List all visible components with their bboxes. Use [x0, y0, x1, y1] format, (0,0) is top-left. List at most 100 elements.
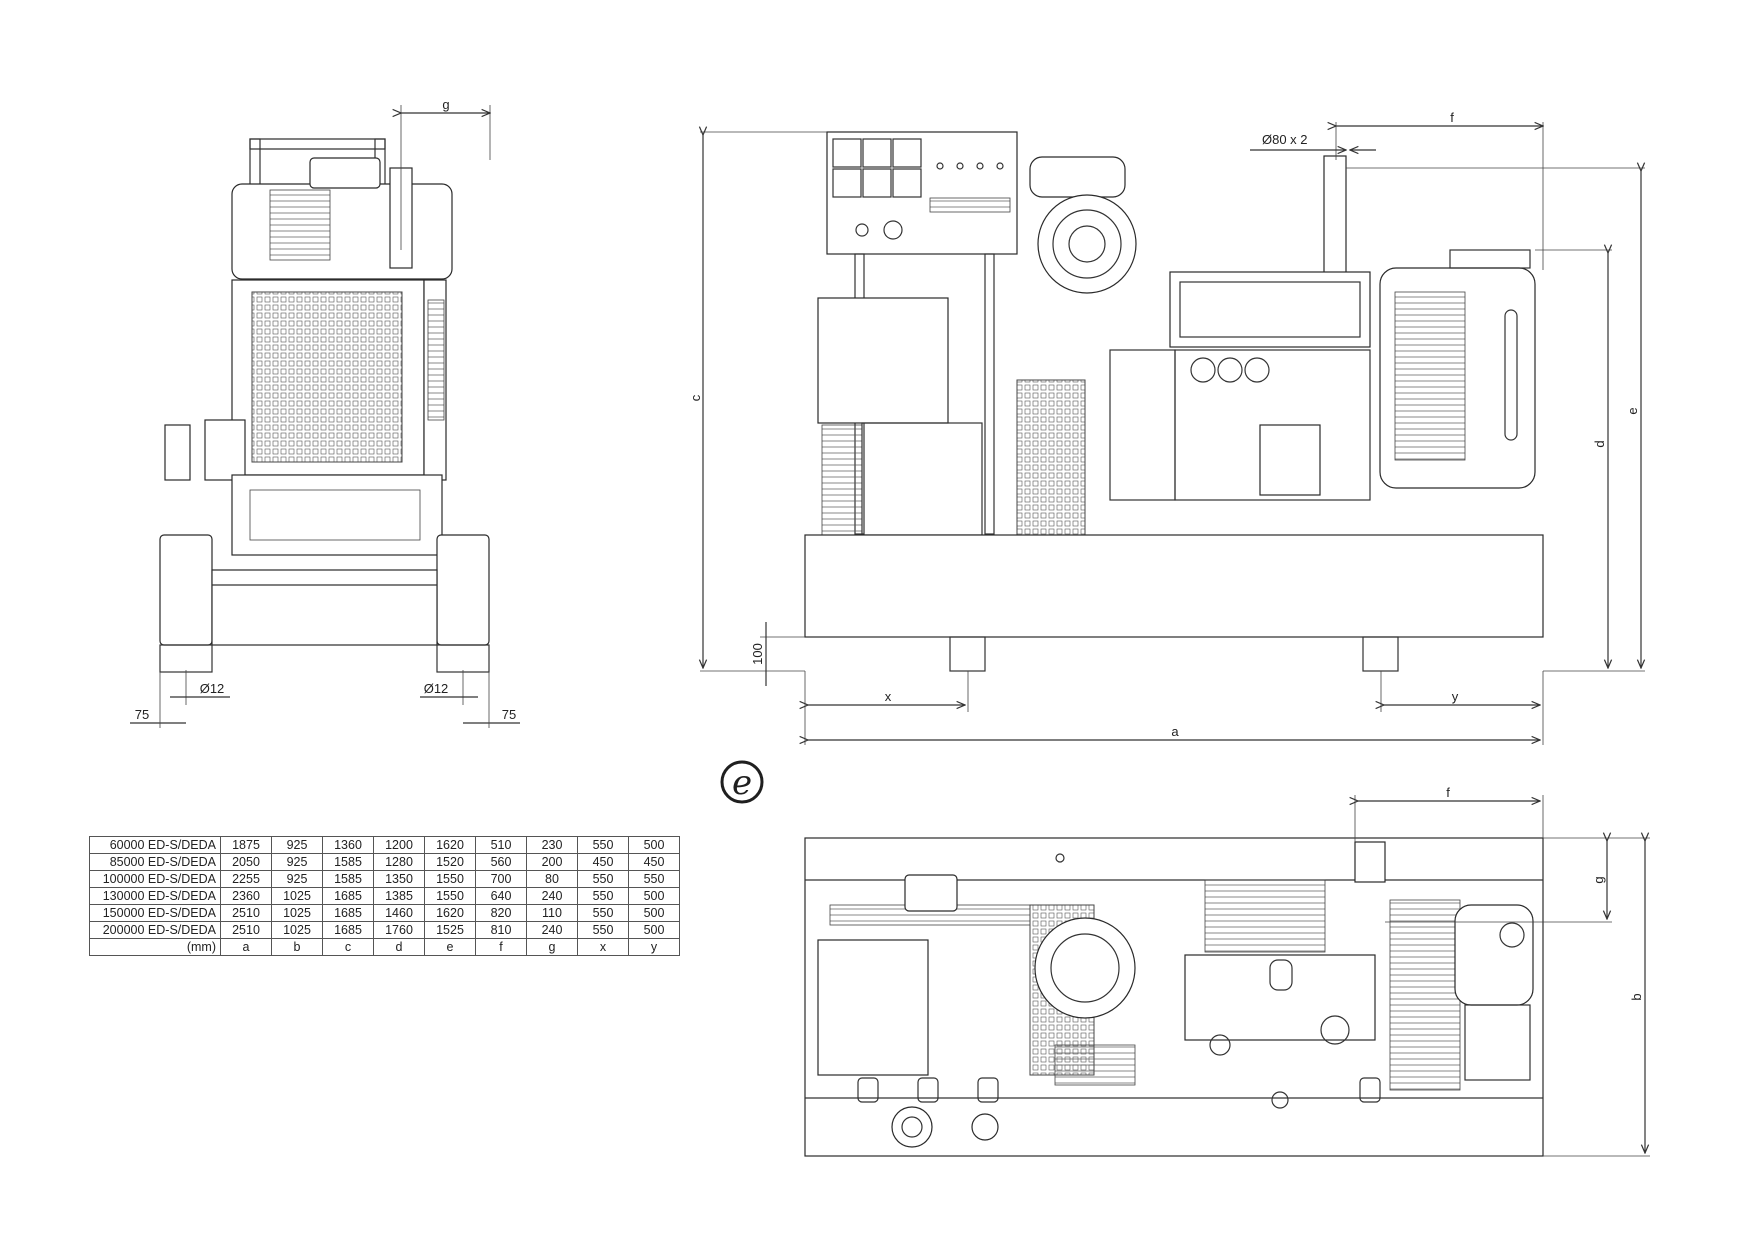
front-view: f Ø80 x 2 c d e 100 x y a: [688, 110, 1645, 745]
value-cell: 240: [526, 887, 578, 905]
model-cell: 130000 ED-S/DEDA: [89, 887, 221, 905]
value-cell: f: [475, 938, 527, 956]
value-cell: 925: [271, 870, 323, 888]
value-cell: 510: [475, 836, 527, 854]
value-cell: 550: [577, 836, 629, 854]
front-exhaust-label: Ø80 x 2: [1262, 132, 1308, 147]
value-cell: 1875: [220, 836, 272, 854]
side-dia-left: Ø12: [200, 681, 225, 696]
front-dim-e: e: [1625, 407, 1640, 414]
value-cell: 1460: [373, 904, 425, 922]
value-cell: 1585: [322, 870, 374, 888]
value-cell: 1360: [322, 836, 374, 854]
value-cell: 1520: [424, 853, 476, 871]
front-dim-f: f: [1450, 110, 1454, 125]
value-cell: 820: [475, 904, 527, 922]
value-cell: 110: [526, 904, 578, 922]
value-cell: 2050: [220, 853, 272, 871]
side-dia-right: Ø12: [424, 681, 449, 696]
value-cell: 1550: [424, 870, 476, 888]
value-cell: 1685: [322, 904, 374, 922]
value-cell: a: [220, 938, 272, 956]
value-cell: 500: [628, 921, 680, 939]
value-cell: 500: [628, 887, 680, 905]
value-cell: 550: [628, 870, 680, 888]
front-dim-x: x: [885, 689, 892, 704]
front-dim-y: y: [1452, 689, 1459, 704]
value-cell: 1585: [322, 853, 374, 871]
front-dim-a: a: [1171, 724, 1179, 739]
model-cell: 150000 ED-S/DEDA: [89, 904, 221, 922]
value-cell: 230: [526, 836, 578, 854]
brand-logo: e: [720, 760, 764, 804]
value-cell: 550: [577, 887, 629, 905]
value-cell: 640: [475, 887, 527, 905]
value-cell: 560: [475, 853, 527, 871]
top-view: f g b: [804, 785, 1650, 1157]
value-cell: 1350: [373, 870, 425, 888]
brand-logo-letter: e: [732, 763, 752, 803]
value-cell: 1685: [322, 887, 374, 905]
value-cell: 550: [577, 904, 629, 922]
value-cell: 2255: [220, 870, 272, 888]
front-dim-c: c: [688, 394, 703, 401]
value-cell: 500: [628, 836, 680, 854]
value-cell: 2360: [220, 887, 272, 905]
value-cell: 240: [526, 921, 578, 939]
value-cell: 1385: [373, 887, 425, 905]
value-cell: 450: [577, 853, 629, 871]
side-view: g Ø12 Ø12 75 75: [130, 97, 520, 728]
value-cell: 550: [577, 921, 629, 939]
value-cell: 700: [475, 870, 527, 888]
value-cell: 2510: [220, 904, 272, 922]
side-dim-g: g: [442, 97, 449, 112]
value-cell: 1760: [373, 921, 425, 939]
model-cell: 200000 ED-S/DEDA: [89, 921, 221, 939]
value-cell: 200: [526, 853, 578, 871]
value-cell: 1280: [373, 853, 425, 871]
model-cell: 100000 ED-S/DEDA: [89, 870, 221, 888]
value-cell: 1620: [424, 836, 476, 854]
top-dim-f: f: [1446, 785, 1450, 800]
value-cell: 1525: [424, 921, 476, 939]
value-cell: 80: [526, 870, 578, 888]
value-cell: 1025: [271, 887, 323, 905]
model-cell: 60000 ED-S/DEDA: [89, 836, 221, 854]
model-cell: (mm): [89, 938, 221, 956]
value-cell: g: [526, 938, 578, 956]
value-cell: x: [577, 938, 629, 956]
side-offset-left: 75: [135, 707, 149, 722]
front-dim-d: d: [1592, 440, 1607, 447]
value-cell: 500: [628, 904, 680, 922]
value-cell: 2510: [220, 921, 272, 939]
value-cell: 550: [577, 870, 629, 888]
front-base-height: 100: [750, 643, 765, 665]
value-cell: 1685: [322, 921, 374, 939]
value-cell: 1550: [424, 887, 476, 905]
top-dim-g: g: [1591, 876, 1606, 883]
value-cell: y: [628, 938, 680, 956]
model-cell: 85000 ED-S/DEDA: [89, 853, 221, 871]
top-dim-b: b: [1629, 993, 1644, 1000]
value-cell: b: [271, 938, 323, 956]
value-cell: 1025: [271, 921, 323, 939]
value-cell: 450: [628, 853, 680, 871]
value-cell: c: [322, 938, 374, 956]
side-offset-right: 75: [502, 707, 516, 722]
value-cell: e: [424, 938, 476, 956]
value-cell: 925: [271, 853, 323, 871]
value-cell: 925: [271, 836, 323, 854]
value-cell: 1025: [271, 904, 323, 922]
value-cell: 1200: [373, 836, 425, 854]
value-cell: d: [373, 938, 425, 956]
value-cell: 1620: [424, 904, 476, 922]
